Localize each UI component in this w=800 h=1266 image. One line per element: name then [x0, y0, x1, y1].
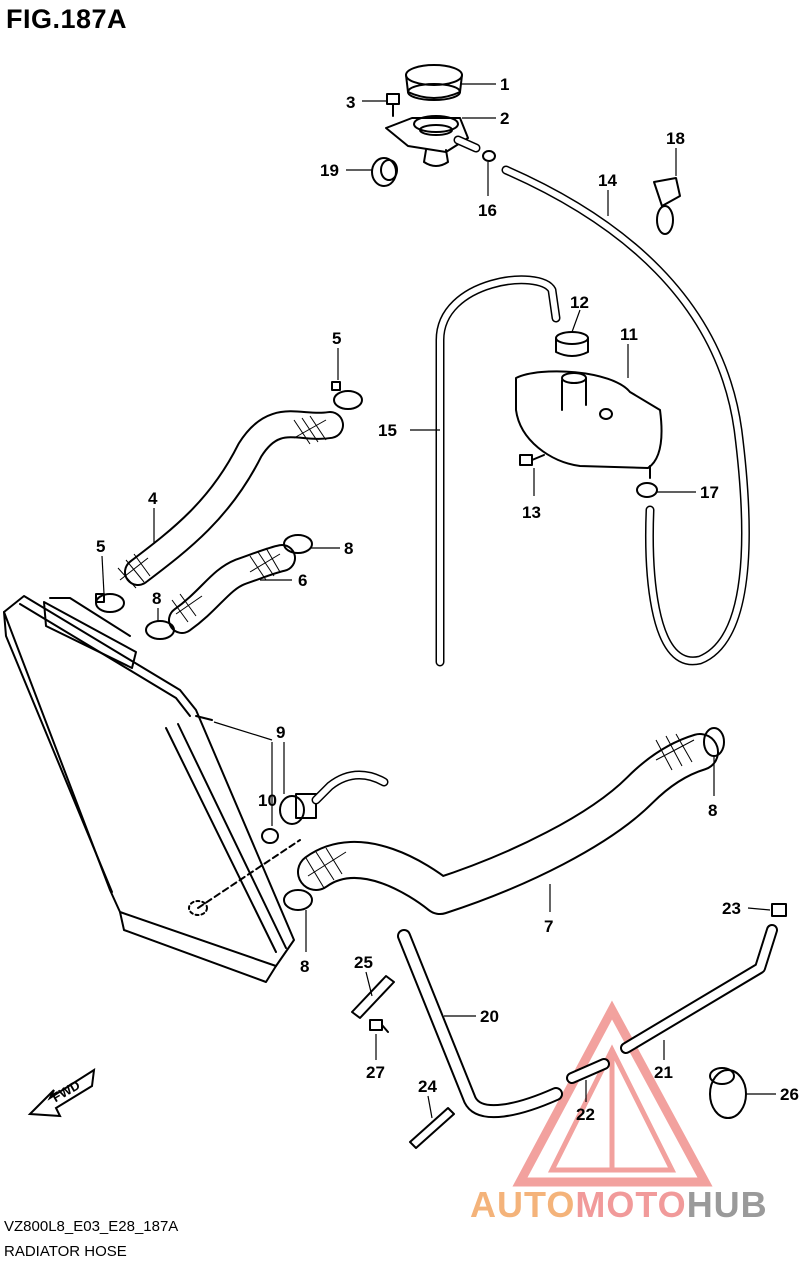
callout-27: 27	[366, 1063, 385, 1082]
clamp-8-d	[283, 889, 313, 911]
overflow-hose-14	[501, 165, 750, 666]
callout-23: 23	[722, 899, 741, 918]
callout-24: 24	[418, 1077, 437, 1096]
callout-8-d: 8	[300, 957, 309, 976]
breather-hose-15	[435, 275, 561, 667]
radiator-hose-6	[168, 544, 296, 634]
callout-5-upper: 5	[332, 329, 341, 348]
clamp-8-b	[145, 620, 175, 640]
callout-12: 12	[570, 293, 589, 312]
watermark-part-hub: HUB	[686, 1184, 768, 1225]
screw-13	[519, 454, 545, 466]
callout-26: 26	[780, 1085, 799, 1104]
clamp-5-upper	[331, 381, 363, 410]
callout-18: 18	[666, 129, 685, 148]
bolt-3	[386, 93, 400, 117]
figure-name: RADIATOR HOSE	[4, 1243, 127, 1260]
callout-1: 1	[500, 75, 509, 94]
filler-neck	[385, 115, 481, 167]
radiator-cap	[405, 64, 463, 101]
callout-10: 10	[258, 791, 277, 810]
callout-13: 13	[522, 503, 541, 522]
bracket-24	[409, 1107, 455, 1149]
reservoir-tank	[515, 370, 663, 479]
clamp-18	[653, 177, 681, 235]
watermark-wordmark: AUTOMOTOHUB	[470, 1184, 768, 1226]
clamp-8-a	[283, 534, 313, 554]
figure-title: FIG.187A	[6, 4, 128, 34]
callout-16: 16	[478, 201, 497, 220]
thermo-switch	[261, 770, 389, 844]
watermark-part-moto: MOTO	[575, 1184, 687, 1225]
callout-numbers: 1 2 3 19 16 14 18 12 11 15 13 17 5 4 5 8…	[96, 75, 799, 1124]
callout-22: 22	[576, 1105, 595, 1124]
callout-8-c: 8	[708, 801, 717, 820]
clamp-17	[636, 482, 658, 498]
watermark-part-auto: AUTO	[470, 1184, 576, 1225]
callout-2: 2	[500, 109, 509, 128]
callout-20: 20	[480, 1007, 499, 1026]
radiator-hose-4	[117, 410, 344, 589]
forward-arrow-icon: FWD	[27, 1068, 96, 1118]
bracket-25	[351, 975, 395, 1019]
joint-22	[566, 1058, 610, 1084]
screw-27	[369, 1019, 389, 1033]
clamp-26	[709, 1067, 747, 1119]
callout-15: 15	[378, 421, 397, 440]
callout-19: 19	[320, 161, 339, 180]
callout-6: 6	[298, 571, 307, 590]
reservoir-cap	[555, 331, 589, 357]
hose-21	[620, 924, 778, 1054]
callout-8-b: 8	[344, 539, 353, 558]
callout-3: 3	[346, 93, 355, 112]
callout-11: 11	[620, 325, 638, 344]
clip-16	[482, 150, 496, 162]
watermark-logo	[512, 1000, 713, 1187]
callout-7: 7	[544, 917, 553, 936]
clamp-5-lower	[95, 593, 125, 613]
radiator-hose-7	[297, 733, 719, 915]
callout-17: 17	[700, 483, 719, 502]
figure-code: VZ800L8_E03_E28_187A	[4, 1218, 179, 1235]
callout-21: 21	[654, 1063, 673, 1082]
callout-9: 9	[276, 723, 285, 742]
clip-23	[771, 903, 787, 917]
callout-5-lower: 5	[96, 537, 105, 556]
hose-20	[397, 929, 563, 1119]
callout-8-a: 8	[152, 589, 161, 608]
callout-25: 25	[354, 953, 373, 972]
leader-lines	[101, 83, 776, 1119]
clamp-19	[371, 157, 398, 187]
radiator-core	[3, 595, 301, 983]
callout-4: 4	[148, 489, 158, 508]
callout-14: 14	[598, 171, 617, 190]
